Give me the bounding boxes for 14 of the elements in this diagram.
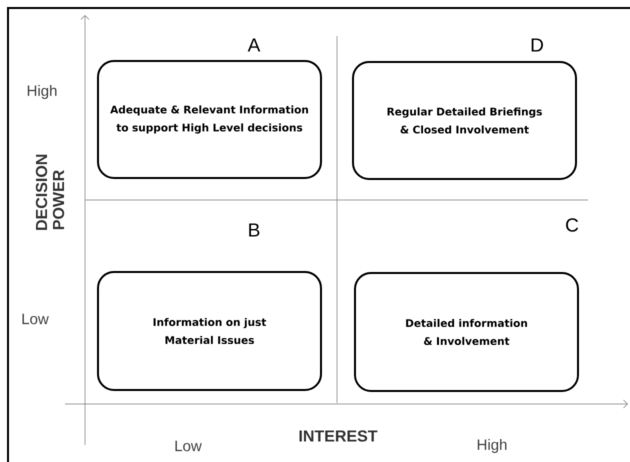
axis-tick-label: Low	[22, 314, 49, 324]
axis-title: DECISION POWER	[36, 154, 64, 230]
axis-tick-label: High	[478, 439, 506, 453]
quadrant-letter: C	[566, 218, 578, 232]
quadrant-letter: B	[249, 223, 260, 237]
rounded-box: Detailed information & Involvement	[354, 272, 579, 392]
rounded-box: Adequate & Relevant Information to support High Level decisions	[97, 60, 322, 179]
axis-tick-label: Low	[175, 440, 202, 452]
axis-title: INTEREST	[300, 430, 378, 442]
rounded-box: Information on just Material Issues	[97, 271, 322, 391]
quadrant-letter: A	[248, 38, 260, 52]
quadrant-letter: D	[532, 38, 543, 52]
rounded-box: Regular Detailed Briefings & Closed Involvement	[352, 61, 577, 180]
axis-tick-label: High	[28, 85, 56, 99]
